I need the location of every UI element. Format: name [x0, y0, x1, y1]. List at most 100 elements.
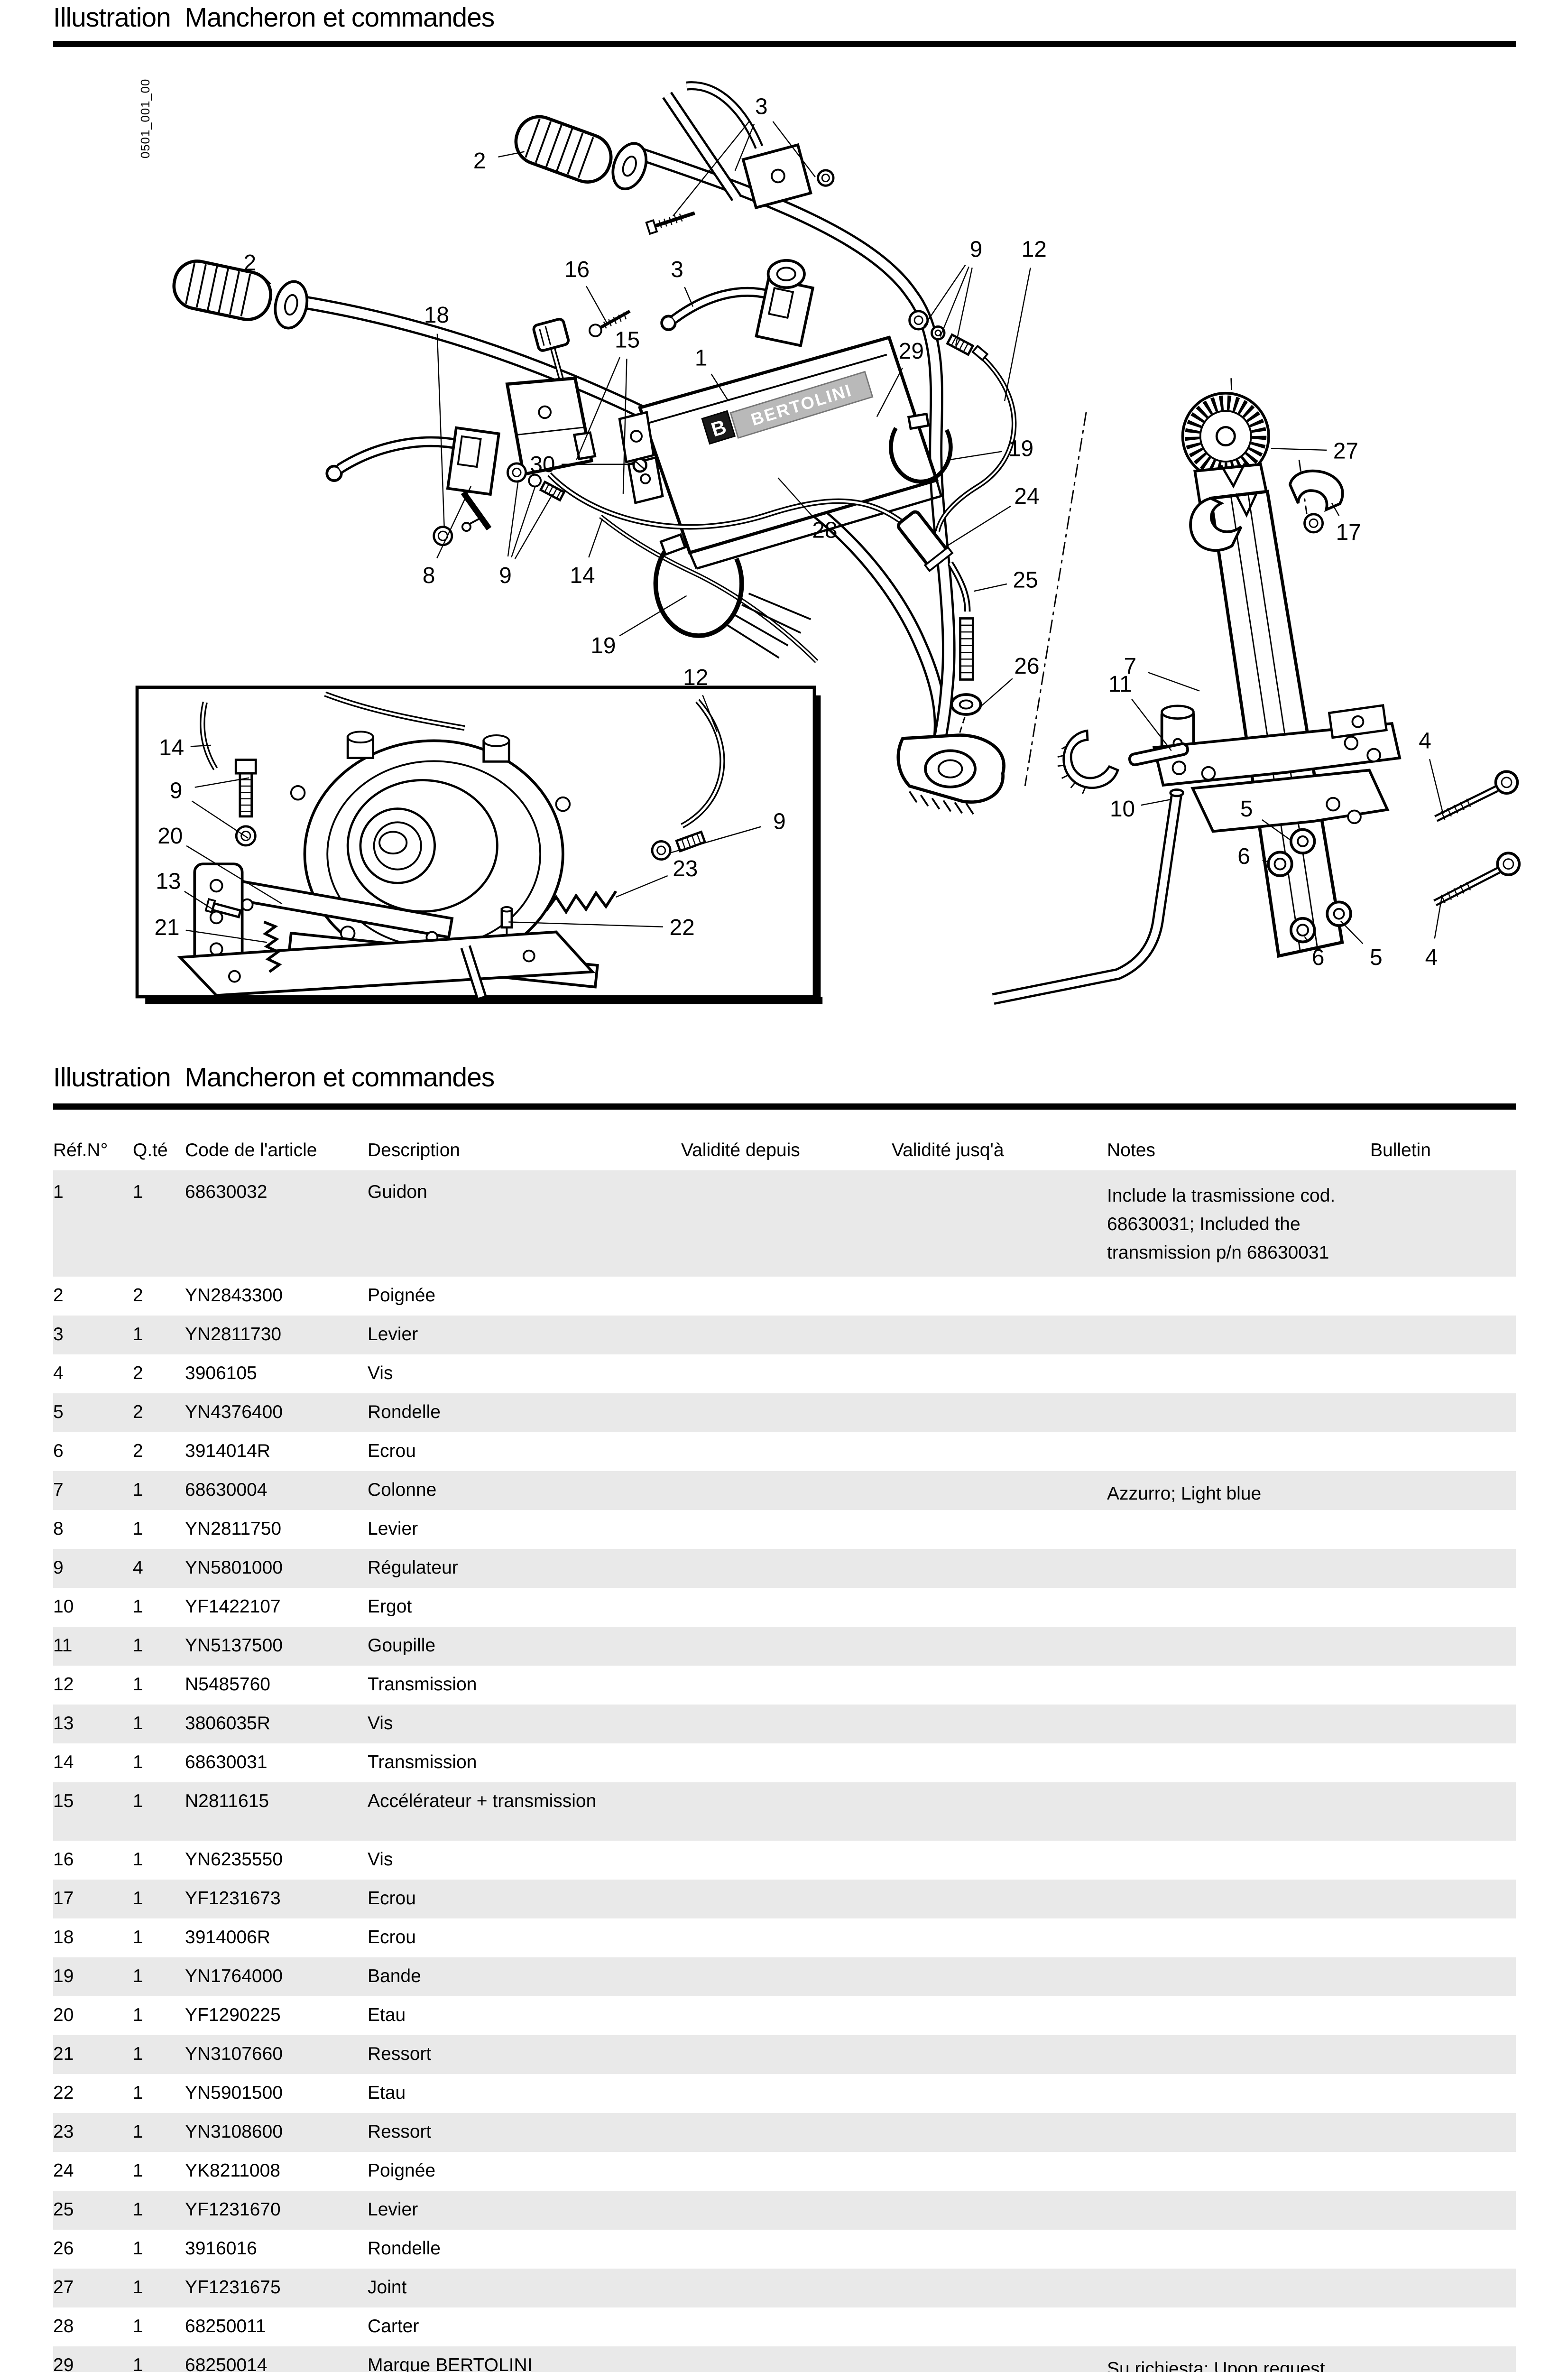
- part-label-15: 15: [615, 327, 640, 352]
- col-valid-to: Validité jusq'à: [892, 1140, 1004, 1160]
- bolt-4-top: [1434, 770, 1519, 822]
- cell-qty: 1: [133, 1713, 143, 1733]
- vise-arms: [177, 862, 599, 999]
- cell-qty: 1: [133, 1966, 143, 1986]
- cell-desc: Transmission: [368, 1752, 477, 1772]
- cell-ref: 11: [53, 1635, 73, 1656]
- part-label-6: 6: [1312, 945, 1325, 970]
- cell-ref: 8: [53, 1519, 64, 1539]
- cell-qty: 2: [133, 1363, 143, 1383]
- leader-line: [1262, 860, 1270, 863]
- cell-ref: 3: [53, 1324, 64, 1344]
- cell-qty: 1: [133, 2277, 143, 2298]
- part-label-4: 4: [1425, 945, 1438, 970]
- cell-ref: 13: [53, 1713, 74, 1733]
- cell-desc: Levier: [368, 1519, 418, 1539]
- cell-qty: 1: [133, 1324, 143, 1344]
- cell-desc: Ressort: [368, 2044, 432, 2064]
- cell-desc: Transmission: [368, 1674, 477, 1695]
- cell-code: YN5137500: [185, 1635, 283, 1656]
- leader-line: [498, 151, 525, 158]
- cell-qty: 1: [133, 1888, 143, 1909]
- cell-code: 3914006R: [185, 1927, 270, 1947]
- leader-line: [1004, 268, 1031, 401]
- lever-8: [325, 426, 501, 530]
- bolt-4-bottom: [1433, 852, 1521, 907]
- cell-ref: 17: [53, 1888, 74, 1909]
- cell-qty: 1: [133, 2355, 143, 2372]
- part-label-10: 10: [1110, 797, 1135, 822]
- regulator-parts-right: [908, 310, 975, 356]
- spring-23: [545, 890, 618, 915]
- cell-desc: Rondelle: [368, 2238, 441, 2259]
- leader-line: [511, 486, 536, 558]
- cell-code: YN6235550: [185, 1849, 283, 1870]
- cell-desc: Goupille: [368, 1635, 436, 1656]
- cell-qty: 1: [133, 2005, 143, 2025]
- cell-ref: 19: [53, 1966, 74, 1986]
- cell-qty: 1: [133, 1849, 143, 1870]
- cell-ref: 25: [53, 2199, 74, 2220]
- screw-16: [589, 309, 631, 337]
- cell-code: 3906105: [185, 1363, 257, 1383]
- leader-line: [949, 451, 1003, 461]
- throttle-assembly: [505, 309, 631, 476]
- leader-line: [943, 505, 1011, 549]
- part-label-24: 24: [1014, 484, 1039, 509]
- part-label-1: 1: [695, 346, 708, 371]
- cell-ref: 14: [53, 1752, 74, 1772]
- cell-code: YF1231670: [185, 2199, 281, 2220]
- leader-line: [190, 744, 211, 747]
- cell-ref: 5: [53, 1402, 64, 1422]
- leader-line: [616, 875, 668, 898]
- leader-line: [710, 373, 729, 401]
- cell-desc: Ergot: [368, 1596, 412, 1617]
- cell-code: N5485760: [185, 1674, 270, 1695]
- cell-code: YK8211008: [185, 2160, 280, 2181]
- leader-line: [1331, 502, 1340, 516]
- leader-line: [619, 595, 687, 637]
- cell-code: YF1290225: [185, 2005, 281, 2025]
- cell-code: YF1422107: [185, 1596, 281, 1617]
- cell-desc: Marque BERTOLINI: [368, 2355, 533, 2372]
- screw-22: [500, 906, 513, 935]
- leader-line: [184, 890, 213, 910]
- part-label-12: 12: [1022, 237, 1047, 262]
- leader-line: [1141, 799, 1171, 806]
- cell-code: YN5801000: [185, 1557, 283, 1578]
- cell-ref: 22: [53, 2083, 74, 2103]
- leader-line: [669, 826, 762, 854]
- part-label-21: 21: [155, 915, 180, 940]
- cell-ref: 12: [53, 1674, 74, 1695]
- col-qty: Q.té: [133, 1140, 168, 1160]
- cell-ref: 20: [53, 2005, 74, 2025]
- part-label-2: 2: [244, 250, 257, 276]
- cell-qty: 1: [133, 2122, 143, 2142]
- cell-qty: 2: [133, 1441, 143, 1461]
- part-label-23: 23: [673, 856, 698, 881]
- leader-line: [436, 486, 472, 558]
- part-label-9: 9: [970, 237, 983, 262]
- cell-code: YN4376400: [185, 1402, 283, 1422]
- part-label-9: 9: [773, 809, 786, 834]
- cell-ref: 27: [53, 2277, 74, 2298]
- pin-11: [1057, 729, 1189, 794]
- cell-desc: Carter: [368, 2316, 419, 2336]
- cell-code: YF1231673: [185, 1888, 281, 1909]
- leader-line: [955, 268, 973, 346]
- leg-10: [992, 788, 1184, 1005]
- cell-desc: Poignée: [368, 1285, 436, 1306]
- col-bulletin: Bulletin: [1370, 1140, 1431, 1160]
- cell-ref: 4: [53, 1363, 64, 1383]
- cell-desc: Etau: [368, 2083, 406, 2103]
